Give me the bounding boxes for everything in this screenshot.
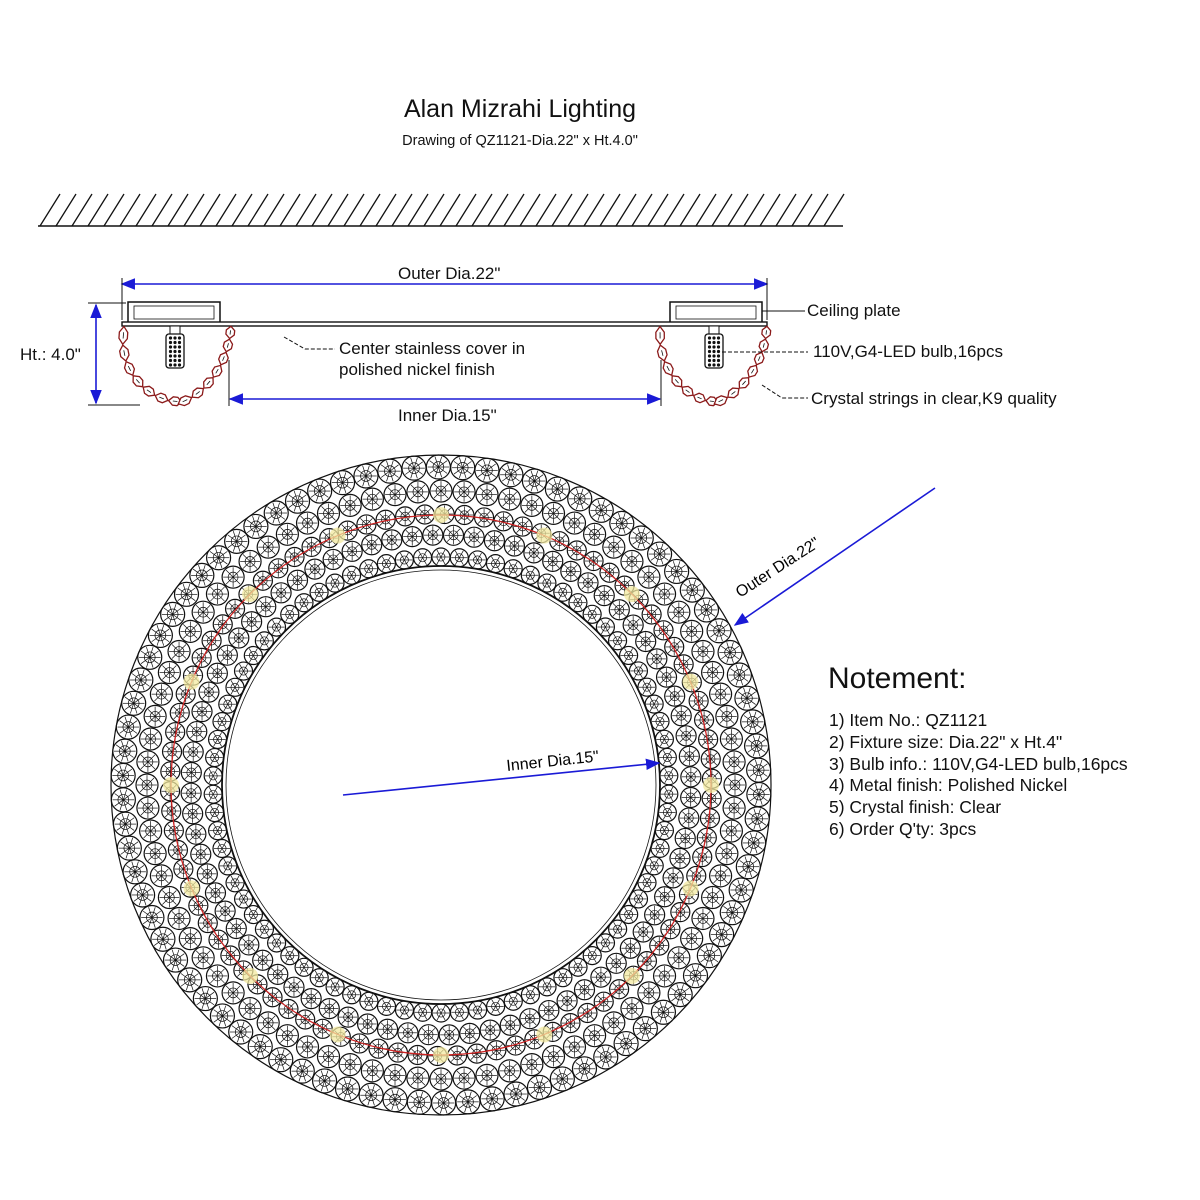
leader-center-cover [283,336,335,350]
note-order-qty: 6) Order Q'ty: 3pcs [829,818,977,839]
note-bulb-info: 3) Bulb info.: 110V,G4-LED bulb,16pcs [829,753,1128,774]
ceiling-hatch [38,193,845,227]
crystal-strings-left [118,325,236,407]
outer-dia-arrow [733,487,936,626]
note-metal-finish: 4) Metal finish: Polished Nickel [829,775,1068,796]
ceiling-plate-left [127,301,221,324]
side-view [88,278,808,407]
center-cover-label-line2: polished nickel finish [339,360,495,379]
note-crystal-finish: 5) Crystal finish: Clear [829,797,1002,818]
ceiling-plate-right [669,301,763,324]
notes-list: 1) Item No.: QZ1121 2) Fixture size: Dia… [828,710,1128,841]
top-view: Outer Dia.22" Inner Dia.15" [110,454,936,1116]
bulb-glow-spots [163,507,719,1063]
ceiling-plate-label: Ceiling plate [807,301,901,320]
crystal-strings-label: Crystal strings in clear,K9 quality [811,389,1057,408]
notes-heading: Notement: [828,662,967,695]
height-label: Ht.: 4.0" [20,345,81,364]
note-item-number: 1) Item No.: QZ1121 [829,710,988,730]
center-cover [121,321,768,327]
crystal-strings-right [655,325,772,407]
bulb-left [165,325,185,369]
notes-panel: Notement: 1) Item No.: QZ1121 2) Fixture… [828,662,1128,841]
side-outer-dia-label: Outer Dia.22" [398,264,501,283]
center-cover-label-line1: Center stainless cover in [339,339,526,358]
leader-crystal-strings [761,384,808,399]
bulb-label: 110V,G4-LED bulb,16pcs [813,342,1003,361]
page-subtitle: Drawing of QZ1121-Dia.22" x Ht.4.0" [402,133,638,149]
bulb-right [704,325,724,369]
note-fixture-size: 2) Fixture size: Dia.22" x Ht.4" [829,731,1063,752]
inner-dia-arrow [342,758,661,796]
top-outer-dia-label: Outer Dia.22" [733,535,823,602]
side-inner-dia-label: Inner Dia.15" [398,406,497,425]
page-title: Alan Mizrahi Lighting [403,95,637,123]
crystal-ring [110,454,772,1116]
